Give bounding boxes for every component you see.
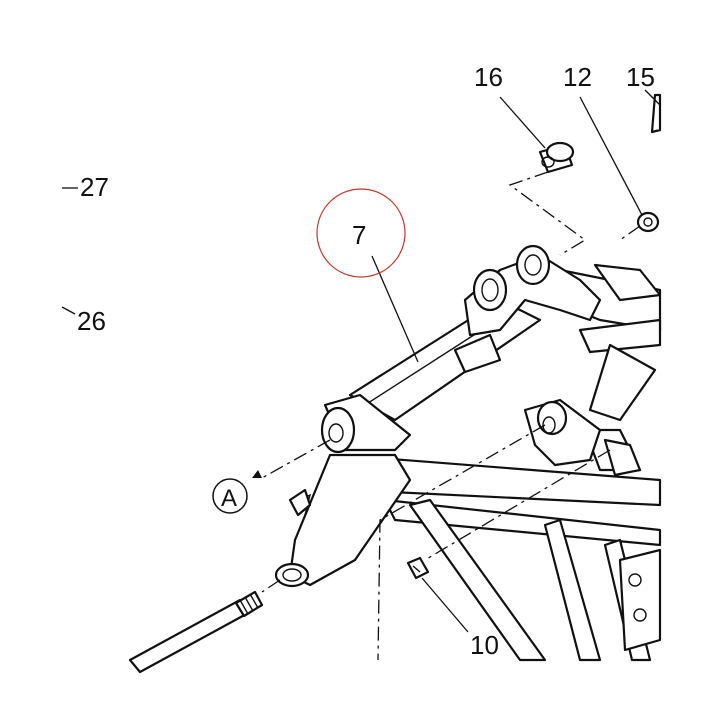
leader-lines	[61, 89, 661, 633]
assembly-lines	[261, 171, 641, 661]
lower-pivot-leg	[274, 453, 412, 588]
edge-part-15	[650, 93, 662, 134]
reference-a-label: A	[221, 485, 237, 512]
reference-a-circle	[212, 478, 248, 514]
frame-structure	[338, 428, 662, 662]
part-10-clip-nut	[406, 556, 430, 580]
part-16-bushing	[538, 141, 575, 174]
callout-27: 27	[80, 172, 109, 202]
pivot-bolt	[128, 590, 264, 674]
callout-7: 7	[352, 220, 366, 250]
callout-15: 15	[626, 62, 655, 92]
center-pivot	[523, 398, 642, 477]
callout-16: 16	[474, 62, 503, 92]
part-12-washer	[636, 211, 660, 233]
callout-26: 26	[77, 306, 106, 336]
upper-frame	[558, 263, 662, 422]
arrow-head-icon	[252, 470, 262, 478]
highlight-circle-part-7	[316, 188, 406, 278]
part-7-arm	[320, 244, 602, 454]
callout-10: 10	[470, 630, 499, 660]
callout-12: 12	[563, 62, 592, 92]
